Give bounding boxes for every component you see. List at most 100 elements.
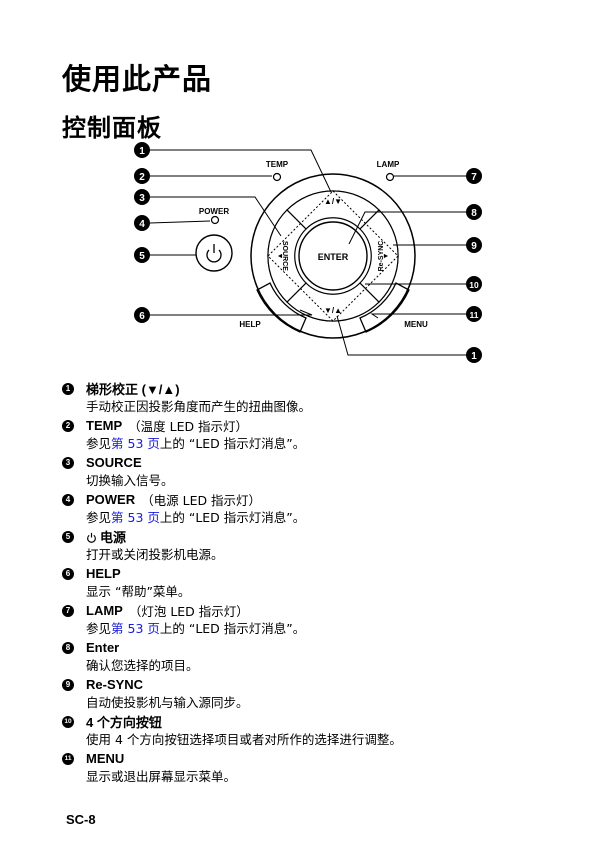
callout-8-text: 8	[471, 208, 477, 219]
item-title: TEMP	[86, 418, 123, 433]
list-item: 3 SOURCE 切换输入信号。	[60, 453, 580, 490]
power-label: POWER	[199, 207, 229, 216]
item-desc: 手动校正因投影角度而产生的扭曲图像。	[86, 399, 312, 414]
callout-2	[134, 168, 150, 184]
callout-10	[466, 276, 482, 292]
page-link[interactable]: 第 53 页	[111, 436, 160, 451]
callout-1-text: 1	[139, 146, 145, 157]
direction-diamond	[267, 190, 399, 322]
callout-1b	[466, 347, 482, 363]
callout-3-text: 3	[139, 193, 145, 204]
desc-text: 参见	[86, 510, 112, 525]
desc-text: 上的 “LED 指示灯消息”。	[159, 436, 306, 451]
item-number: 4	[62, 493, 74, 506]
list-item: 4 POWER （电源 LED 指示灯） 参见第 53 页上的 “LED 指示灯…	[60, 490, 580, 527]
callout-8	[466, 204, 482, 220]
item-desc: 自动使投影机与输入源同步。	[86, 695, 249, 710]
callout-7-text: 7	[471, 172, 477, 183]
list-item: 9 Re-SYNC 自动使投影机与输入源同步。	[60, 675, 580, 712]
callout-badges	[134, 142, 482, 363]
enter-label: ENTER	[318, 252, 349, 262]
help-button	[256, 282, 307, 333]
callout-4	[134, 215, 150, 231]
temp-label: TEMP	[266, 160, 289, 169]
lamp-label: LAMP	[377, 160, 400, 169]
item-title: Enter	[86, 640, 120, 655]
desc-text: 上的 “LED 指示灯消息”。	[159, 621, 306, 636]
desc-text: 参见	[86, 621, 112, 636]
item-number: 9	[62, 678, 74, 691]
item-note: （温度 LED 指示灯）	[128, 419, 249, 434]
source-arrow-label: ◄	[277, 253, 284, 260]
callout-6	[134, 307, 150, 323]
callout-10-text: 10	[469, 280, 479, 290]
item-desc: 打开或关闭投影机电源。	[86, 547, 224, 562]
item-desc: 参见第 53 页上的 “LED 指示灯消息”。	[86, 509, 580, 527]
leader-lines	[149, 149, 467, 356]
list-item: 11 MENU 显示或退出屏幕显示菜单。	[60, 749, 580, 786]
list-item: 6 HELP 显示 “帮助”菜单。	[60, 564, 580, 601]
page-number: SC-8	[66, 812, 96, 827]
item-number: 6	[62, 567, 74, 580]
item-desc: 使用 4 个方向按钮选择项目或者对所作的选择进行调整。	[86, 732, 402, 747]
callout-5-text: 5	[139, 251, 145, 262]
list-item: 1 梯形校正 (▼/▲) 手动校正因投影角度而产生的扭曲图像。	[60, 379, 580, 416]
callout-2-text: 2	[139, 172, 145, 183]
item-number: 2	[62, 419, 74, 432]
page-title: 使用此产品	[62, 62, 213, 96]
page-link[interactable]: 第 53 页	[111, 510, 160, 525]
resync-label: Re-SYNC	[378, 241, 385, 272]
item-title: Re-SYNC	[86, 677, 144, 692]
keypad-outer-ring	[250, 173, 416, 339]
item-title: 电源	[100, 530, 127, 545]
resync-button	[359, 209, 399, 303]
list-item: 2 TEMP （温度 LED 指示灯） 参见第 53 页上的 “LED 指示灯消…	[60, 416, 580, 453]
page-link[interactable]: 第 53 页	[111, 621, 160, 636]
callout-11-text: 11	[470, 310, 479, 320]
item-title: SOURCE	[86, 455, 142, 470]
item-number: 1	[62, 382, 74, 395]
callout-5	[134, 247, 150, 263]
desc-text: 参见	[86, 436, 112, 451]
help-label: HELP	[239, 320, 261, 329]
item-title: POWER	[86, 492, 136, 507]
power-icon	[206, 244, 222, 263]
callout-11	[466, 306, 482, 322]
enter-button	[298, 221, 368, 291]
item-desc: 参见第 53 页上的 “LED 指示灯消息”。	[86, 620, 580, 638]
item-number: 3	[62, 456, 74, 469]
item-number: 11	[62, 752, 74, 765]
callout-9-text: 9	[471, 241, 477, 252]
power-icon	[87, 532, 96, 543]
item-desc: 确认您选择的项目。	[86, 658, 199, 673]
item-desc: 参见第 53 页上的 “LED 指示灯消息”。	[86, 435, 580, 453]
menu-button	[359, 282, 410, 333]
list-item: 8 Enter 确认您选择的项目。	[60, 638, 580, 675]
callout-9	[466, 237, 482, 253]
item-list: 1 梯形校正 (▼/▲) 手动校正因投影角度而产生的扭曲图像。 2 TEMP （…	[60, 379, 580, 786]
item-number: 10	[62, 715, 74, 728]
item-number: 5	[62, 530, 74, 543]
lamp-led	[385, 172, 395, 182]
source-label: SOURCE	[281, 241, 288, 271]
callout-6-text: 6	[139, 311, 145, 322]
keystone-up-label: ▲/▼	[324, 197, 342, 206]
resync-arrow-label: ►	[383, 253, 390, 260]
item-title: MENU	[86, 751, 125, 766]
item-note: （电源 LED 指示灯）	[141, 493, 262, 508]
item-note: （灯泡 LED 指示灯）	[128, 604, 249, 619]
keystone-down-label: ▼/▲	[324, 306, 342, 315]
callout-1b-text: 1	[471, 351, 477, 362]
item-number: 7	[62, 604, 74, 617]
list-item: 5 电源 打开或关闭投影机电源。	[60, 527, 580, 564]
section-title: 控制面板	[62, 114, 162, 142]
item-title: 4 个方向按钮	[86, 715, 162, 730]
item-title: 梯形校正 (▼/▲)	[86, 382, 180, 397]
item-title: LAMP	[86, 603, 123, 618]
power-led	[210, 215, 220, 225]
item-desc: 显示或退出屏幕显示菜单。	[86, 769, 237, 784]
callout-3	[134, 189, 150, 205]
item-title: HELP	[86, 566, 121, 581]
item-number: 8	[62, 641, 74, 654]
callout-1	[134, 142, 150, 158]
